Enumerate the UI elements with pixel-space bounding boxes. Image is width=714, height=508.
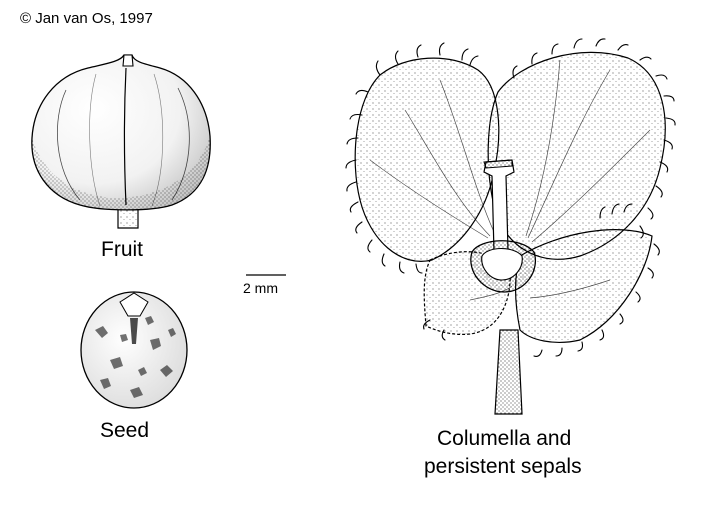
sepal-right — [487, 51, 666, 260]
copyright-notice: © Jan van Os, 1997 — [20, 10, 153, 27]
fruit-label: Fruit — [101, 238, 143, 261]
seed-label: Seed — [100, 419, 150, 442]
sepal-lower-right — [514, 229, 653, 343]
scale-label: 2 mm — [243, 280, 278, 296]
columella-label-line1: Columella and — [437, 427, 572, 450]
fruit-suture — [123, 67, 127, 206]
columella-drawing — [345, 38, 676, 415]
seed-drawing — [80, 291, 188, 409]
seed-mottling — [95, 316, 176, 398]
columella-stalk — [494, 329, 523, 415]
sepal-left — [354, 57, 500, 262]
columella-label-line2: persistent sepals — [424, 455, 582, 478]
fruit-drawing — [31, 54, 211, 229]
